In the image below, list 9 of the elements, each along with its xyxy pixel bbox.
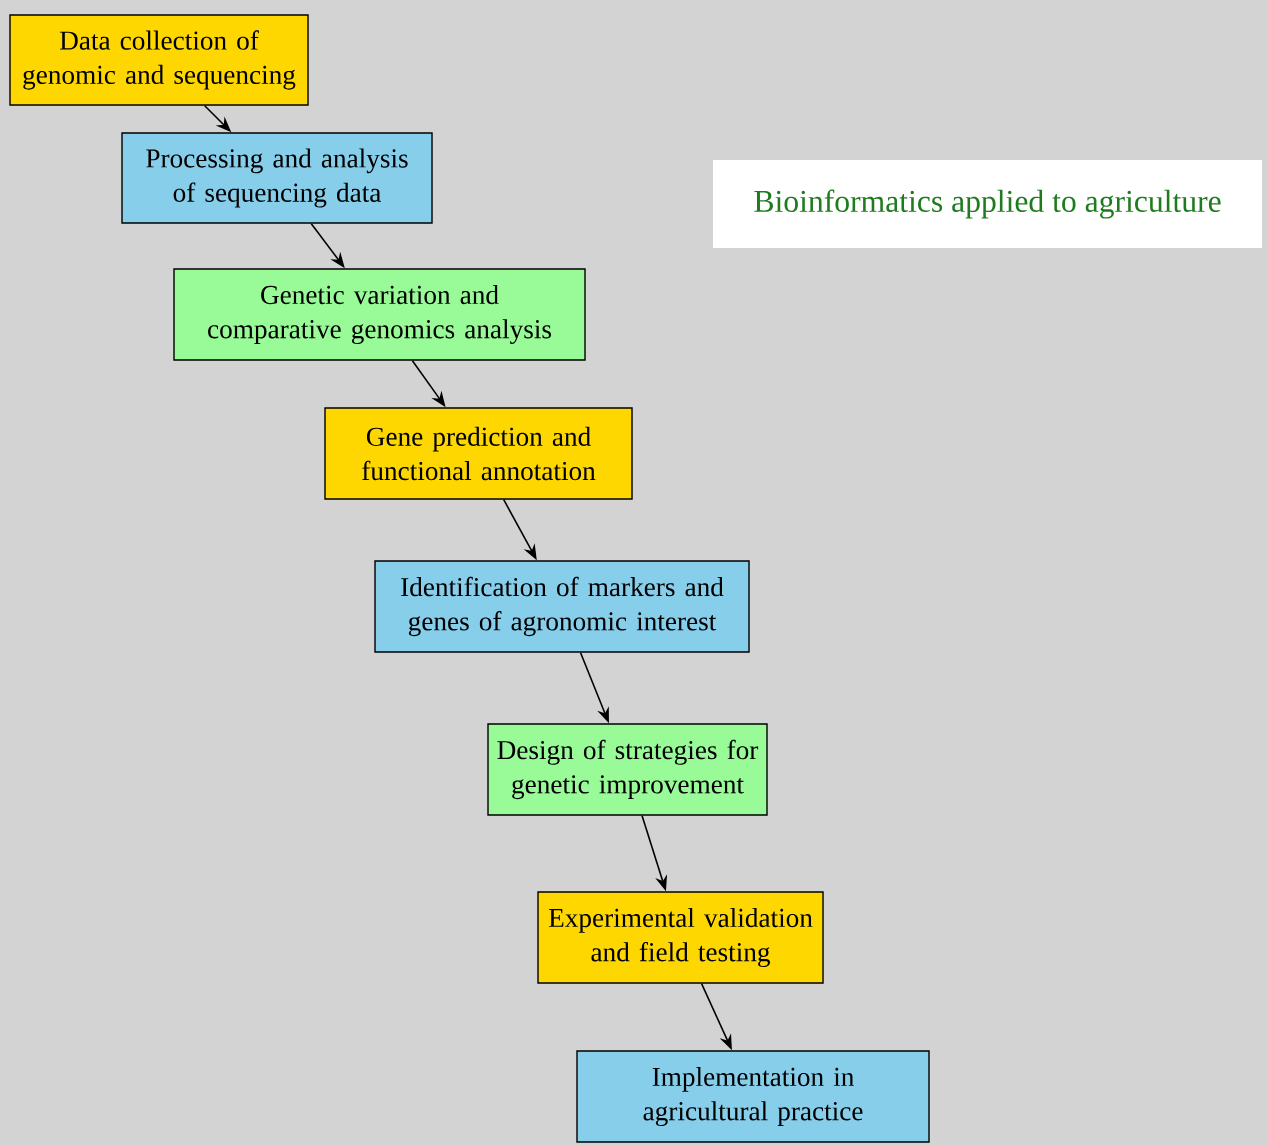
process-box: Implementation in agricultural practice (576, 1050, 930, 1143)
process-box: Design of strategies for genetic improvement (487, 723, 768, 816)
process-box: Experimental validation and field testing (537, 891, 824, 984)
process-box: Identification of markers and genes of agronomic interest (374, 560, 750, 653)
process-box: Processing and analysis of sequencing data (121, 132, 433, 224)
title-box: Bioinformatics applied to agriculture (713, 160, 1262, 248)
process-box: Data collection of genomic and sequencing (9, 14, 309, 106)
process-box: Gene prediction and functional annotation (324, 407, 633, 500)
process-box: Genetic variation and comparative genomics analysis (173, 268, 586, 361)
